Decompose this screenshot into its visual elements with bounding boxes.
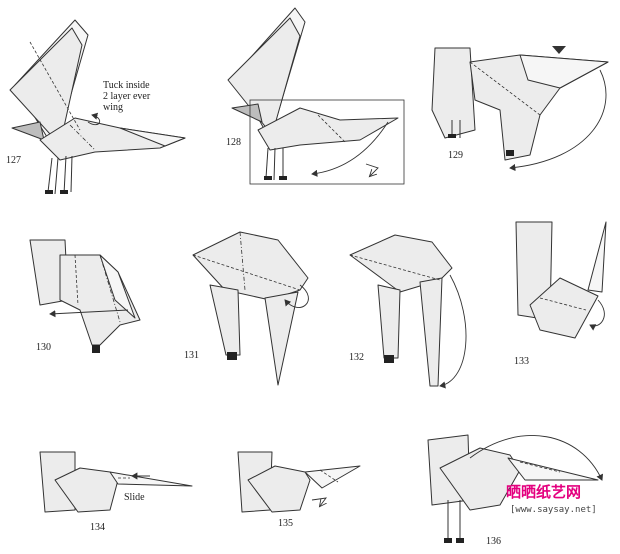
crease-line [519,461,561,473]
foot [448,134,456,138]
body [247,465,311,513]
wing-front [9,27,83,146]
front-leg [377,284,401,359]
step-136: 136 [427,434,604,547]
fold-arrow [49,309,129,318]
step-number: 128 [226,137,241,148]
crease-line [317,114,346,143]
crease-line [349,254,441,281]
watermark-brand: 晒晒纸艺网 [506,483,581,501]
hind-leg [419,277,443,387]
step-131: 131 [184,231,309,386]
foot [444,538,452,543]
legs [45,155,73,195]
step-132: 132 [349,234,467,389]
slide-note: Slide [124,492,145,503]
foot [506,150,514,156]
fold-arrow [439,274,467,389]
folded-flap [99,254,136,319]
back-section [431,47,476,139]
hind-leg [264,291,299,386]
tuck-arrow [87,112,101,126]
foot [227,352,237,360]
crease-line [192,254,301,291]
step-number: 127 [6,155,21,166]
raised-point [587,221,607,293]
step-number: 130 [36,342,51,353]
fold-arrow [469,435,604,481]
step-127: 127 Tuck inside 2 layer ever wing [6,19,186,195]
step-133: 133 [514,221,607,367]
neck-point [304,465,361,489]
step-number: 132 [349,352,364,363]
foot [264,176,272,180]
fold-arrow [509,69,607,172]
legs [264,147,287,181]
crease-line [74,254,79,306]
front-leg [209,284,241,356]
step-number: 136 [486,536,501,547]
fold-arrow [311,121,389,177]
foot [45,190,53,194]
step-number: 133 [514,356,529,367]
fold-arrow [284,284,309,308]
step-number: 129 [448,150,463,161]
push-marker [552,46,566,54]
tail-flap [231,103,263,123]
step-130: 130 [29,239,141,353]
tuck-note-line: 2 layer ever [103,91,151,102]
crease-line [319,469,339,483]
step-129: 129 [431,46,609,172]
head-point [119,127,186,147]
tuck-note-line: Tuck inside [103,80,150,91]
folded-flap [519,54,609,89]
crease-line [239,231,246,291]
crease-line [539,297,587,311]
crease-line [99,254,121,323]
foot [92,345,100,353]
step-number: 135 [278,518,293,529]
step-135: 135 [237,451,361,529]
head-point [507,457,599,481]
body [529,277,599,339]
watermark-url: [www.saysay.net] [510,505,597,515]
body [257,107,399,151]
legs [448,120,514,156]
crease-line [29,41,81,131]
tuck-note: Tuck inside 2 layer ever wing [103,80,153,113]
step-number: 134 [90,522,105,533]
turn-over-arrow [311,497,328,506]
neck-point [109,471,193,487]
foot [456,538,464,543]
foot [60,190,68,194]
step-134: Slide 134 [39,451,193,533]
step-128: 128 [226,7,405,185]
fold-arrow [589,299,605,331]
detail-box [249,99,405,185]
legs [444,500,464,543]
tail-flap [11,121,45,141]
foot [279,176,287,180]
crease-line [69,124,96,151]
tuck-note-line: wing [103,102,123,113]
turn-over-arrow [365,163,379,176]
body [192,231,309,301]
step-number: 131 [184,350,199,361]
foot [384,355,394,363]
site-watermark: 晒晒纸艺网 [www.saysay.net] [506,483,597,515]
